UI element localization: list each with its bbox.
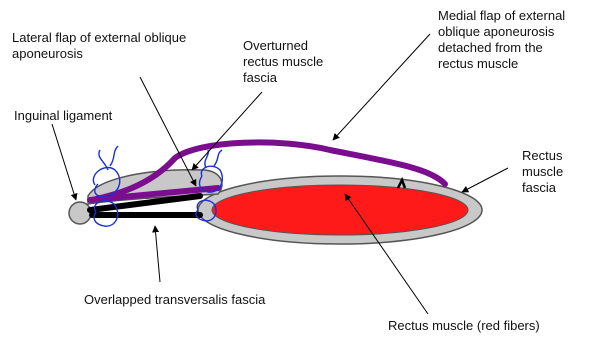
leader-line-medial-flap	[333, 34, 430, 140]
label-line: detached from the	[438, 40, 565, 56]
label-line: rectus muscle	[438, 56, 565, 72]
label-line: Medial flap of external	[438, 8, 565, 24]
label-line: oblique aponeurosis	[438, 24, 565, 40]
label-line: Rectus	[522, 148, 563, 164]
label-transversalis: Overlapped transversalis fascia	[84, 292, 265, 308]
label-line: fascia	[522, 180, 563, 196]
label-rectus-muscle: Rectus muscle (red fibers)	[388, 318, 540, 334]
label-line: muscle	[522, 164, 563, 180]
rectus-muscle-shape	[212, 185, 468, 235]
label-line: rectus muscle	[243, 54, 323, 70]
leader-line-transversalis	[155, 226, 160, 282]
label-line: Inguinal ligament	[14, 108, 112, 124]
label-line: Lateral flap of external oblique	[12, 30, 186, 46]
suture-thread	[99, 146, 118, 170]
label-line: aponeurosis	[12, 46, 186, 62]
label-line: Rectus muscle (red fibers)	[388, 318, 540, 334]
leader-line-inguinal-ligament	[52, 124, 76, 200]
leader-line-overturned-fascia	[192, 92, 262, 170]
label-line: Overlapped transversalis fascia	[84, 292, 265, 308]
leader-line-rectus-fascia	[462, 168, 508, 192]
label-inguinal-ligament: Inguinal ligament	[14, 108, 112, 124]
inguinal-ligament-shape	[69, 202, 91, 224]
label-line: fascia	[243, 70, 323, 86]
label-line: Overturned	[243, 38, 323, 54]
